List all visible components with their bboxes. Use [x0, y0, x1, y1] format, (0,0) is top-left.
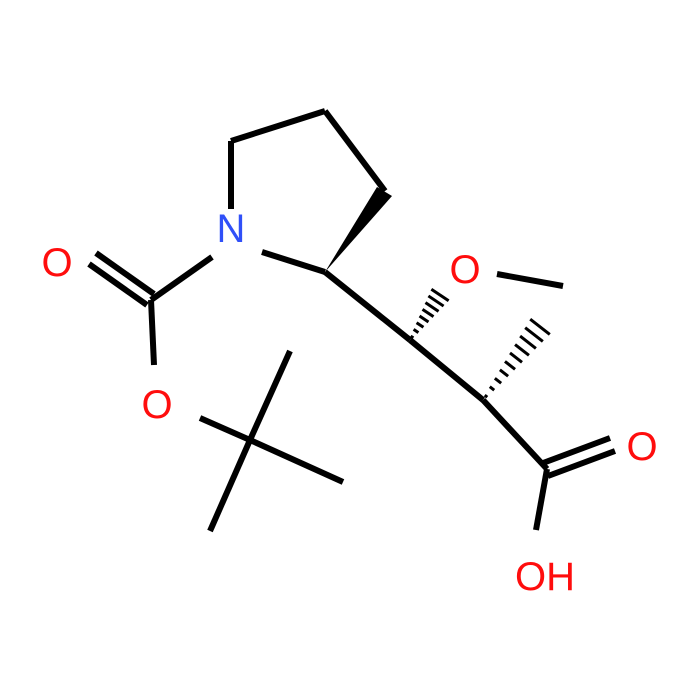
methoxy-oxygen-label: O [449, 248, 480, 292]
hash-stroke [514, 343, 530, 357]
hash-stroke [421, 308, 435, 318]
bond-cbeta-acid-carbon [480, 397, 550, 472]
double-bond-acid-b [546, 448, 617, 479]
hashed-wedge-bond-methyl [483, 318, 551, 399]
hash-stroke [409, 334, 415, 340]
bond-tbu-methyl-right [248, 437, 345, 485]
bond-c2-calpha [323, 269, 412, 343]
hash-stroke [418, 314, 430, 324]
hash-stroke [488, 385, 496, 392]
hash-stroke [498, 368, 510, 378]
bond-acid-carbon-oh [533, 468, 550, 531]
hash-stroke [430, 287, 450, 303]
hash-stroke [509, 351, 523, 364]
bond-calpha-cbeta [408, 337, 485, 403]
double-bond-acid-a [541, 435, 612, 466]
acid-carbonyl-oxygen-label: O [626, 425, 657, 469]
double-bond-carbonyl-b [87, 261, 149, 308]
bond-ring-c2-n [261, 249, 326, 275]
bond-methoxy-o-methyl [496, 271, 564, 289]
hash-stroke [424, 301, 440, 313]
bond-ester-o-tbu [198, 415, 252, 443]
hash-stroke [493, 377, 503, 385]
hash-stroke [529, 318, 551, 336]
boc-carbonyl-oxygen-label: O [41, 241, 72, 285]
bond-carbonyl-ester-o [148, 299, 157, 366]
wedge-bond-c2-c3 [325, 187, 392, 272]
hashed-wedge-bond-methoxy [409, 287, 450, 340]
double-bond-carbonyl-a [94, 250, 156, 297]
bond-n-carbonyl [149, 254, 214, 303]
hash-stroke [524, 326, 544, 343]
acid-hydroxyl-label: OH [515, 555, 575, 599]
bond-ring-c5-c4 [230, 108, 326, 144]
hash-stroke [412, 328, 420, 334]
hash-stroke [483, 393, 489, 399]
hash-stroke [504, 360, 516, 371]
hash-stroke [427, 294, 445, 308]
hash-stroke [519, 334, 537, 350]
bond-ring-c4-c3 [322, 109, 388, 193]
nitrogen-atom-label: N [217, 207, 246, 251]
bond-tbu-methyl-down [207, 438, 253, 533]
bond-tbu-methyl-up [247, 349, 293, 442]
boc-ester-oxygen-label: O [141, 383, 172, 427]
hash-stroke [415, 321, 425, 329]
